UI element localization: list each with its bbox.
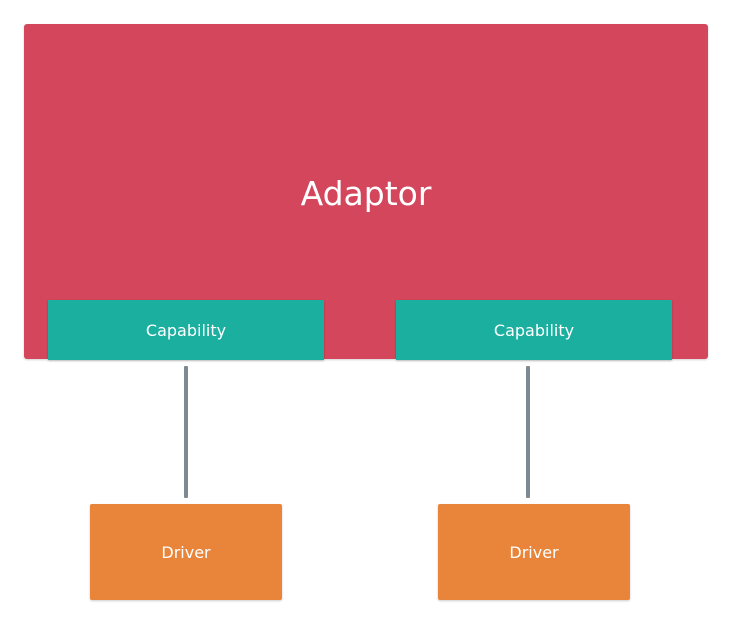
driver-box-left: Driver: [90, 504, 282, 600]
driver-label-right: Driver: [509, 542, 559, 562]
adaptor-label: Adaptor: [300, 174, 432, 213]
driver-label-left: Driver: [161, 542, 211, 562]
capability-box-right: Capability: [396, 300, 672, 360]
connector-line-left: [184, 366, 188, 498]
capability-box-left: Capability: [48, 300, 324, 360]
connector-line-right: [526, 366, 530, 498]
driver-box-right: Driver: [438, 504, 630, 600]
capability-label-right: Capability: [493, 320, 575, 340]
capability-label-left: Capability: [145, 320, 227, 340]
